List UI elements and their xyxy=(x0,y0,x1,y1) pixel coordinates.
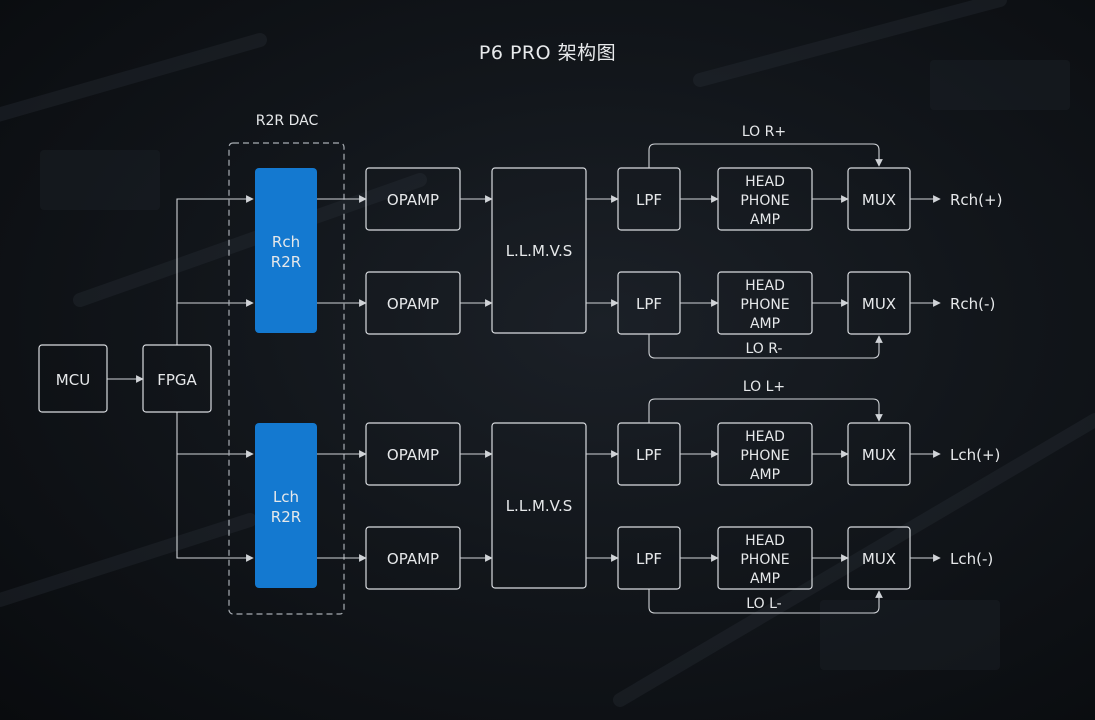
ch4-amp-label-2: PHONE xyxy=(740,552,789,568)
wire-fpga-rch-1 xyxy=(176,195,254,345)
r2r-right-label-2: R2R xyxy=(271,253,301,271)
ch2-amp-label-3: AMP xyxy=(750,316,780,332)
ch4-output-label: Lch(-) xyxy=(950,550,993,568)
ch1-bypass-label: LO R+ xyxy=(742,124,786,140)
ch1-mux-label: MUX xyxy=(862,191,896,209)
signal-wires xyxy=(107,195,254,562)
llmvs-label-left: L.L.M.V.S xyxy=(506,497,573,515)
ch1-bypass-wire xyxy=(648,143,883,168)
mcu-block xyxy=(38,344,108,413)
ch3-bypass-wire xyxy=(648,398,883,423)
ch4-opamp-label: OPAMP xyxy=(387,550,439,568)
diagram-title: P6 PRO 架构图 xyxy=(478,42,617,64)
ch2-bypass-wire xyxy=(648,334,883,359)
ch2-mux-label: MUX xyxy=(862,295,896,313)
r2r-left-block xyxy=(255,423,317,588)
ch2-amp-label-1: HEAD xyxy=(745,278,785,294)
ch1-output-label: Rch(+) xyxy=(950,191,1002,209)
r2r-left-label-2: R2R xyxy=(271,508,301,526)
r2r-dac-label: R2R DAC xyxy=(256,113,319,129)
ch2-opamp-label: OPAMP xyxy=(387,295,439,313)
ch1-lpf-label: LPF xyxy=(636,191,662,209)
ch4-amp-label-1: HEAD xyxy=(745,533,785,549)
r2r-right-block xyxy=(255,168,317,333)
ch2-amp-label-2: PHONE xyxy=(740,297,789,313)
ch4-bypass-wire xyxy=(648,589,883,614)
ch1-amp-label-1: HEAD xyxy=(745,174,785,190)
ch4-lpf-label: LPF xyxy=(636,550,662,568)
fpga-label: FPGA xyxy=(157,371,197,389)
llmvs-label-right: L.L.M.V.S xyxy=(506,242,573,260)
ch3-amp-label-1: HEAD xyxy=(745,429,785,445)
wire-fpga-lch-2 xyxy=(176,412,254,562)
ch3-mux-label: MUX xyxy=(862,446,896,464)
ch2-bypass-label: LO R- xyxy=(746,341,783,357)
ch1-opamp-label: OPAMP xyxy=(387,191,439,209)
llmvs-block-left xyxy=(491,422,587,589)
ch1-amp-label-3: AMP xyxy=(750,212,780,228)
ch3-lpf-label: LPF xyxy=(636,446,662,464)
ch1-amp-label-2: PHONE xyxy=(740,193,789,209)
mcu-label: MCU xyxy=(56,371,90,389)
fpga-block xyxy=(142,344,212,413)
ch3-output-label: Lch(+) xyxy=(950,446,1000,464)
ch4-amp-label-3: AMP xyxy=(750,571,780,587)
r2r-right-label-1: Rch xyxy=(272,233,300,251)
ch3-bypass-label: LO L+ xyxy=(743,379,785,395)
ch4-bypass-label: LO L- xyxy=(746,596,781,612)
r2r-dac-group xyxy=(228,142,345,615)
ch3-opamp-label: OPAMP xyxy=(387,446,439,464)
r2r-left-label-1: Lch xyxy=(273,488,299,506)
ch3-amp-label-2: PHONE xyxy=(740,448,789,464)
llmvs-block-right xyxy=(491,167,587,334)
ch2-lpf-label: LPF xyxy=(636,295,662,313)
ch4-mux-label: MUX xyxy=(862,550,896,568)
ch2-output-label: Rch(-) xyxy=(950,295,995,313)
ch3-amp-label-3: AMP xyxy=(750,467,780,483)
